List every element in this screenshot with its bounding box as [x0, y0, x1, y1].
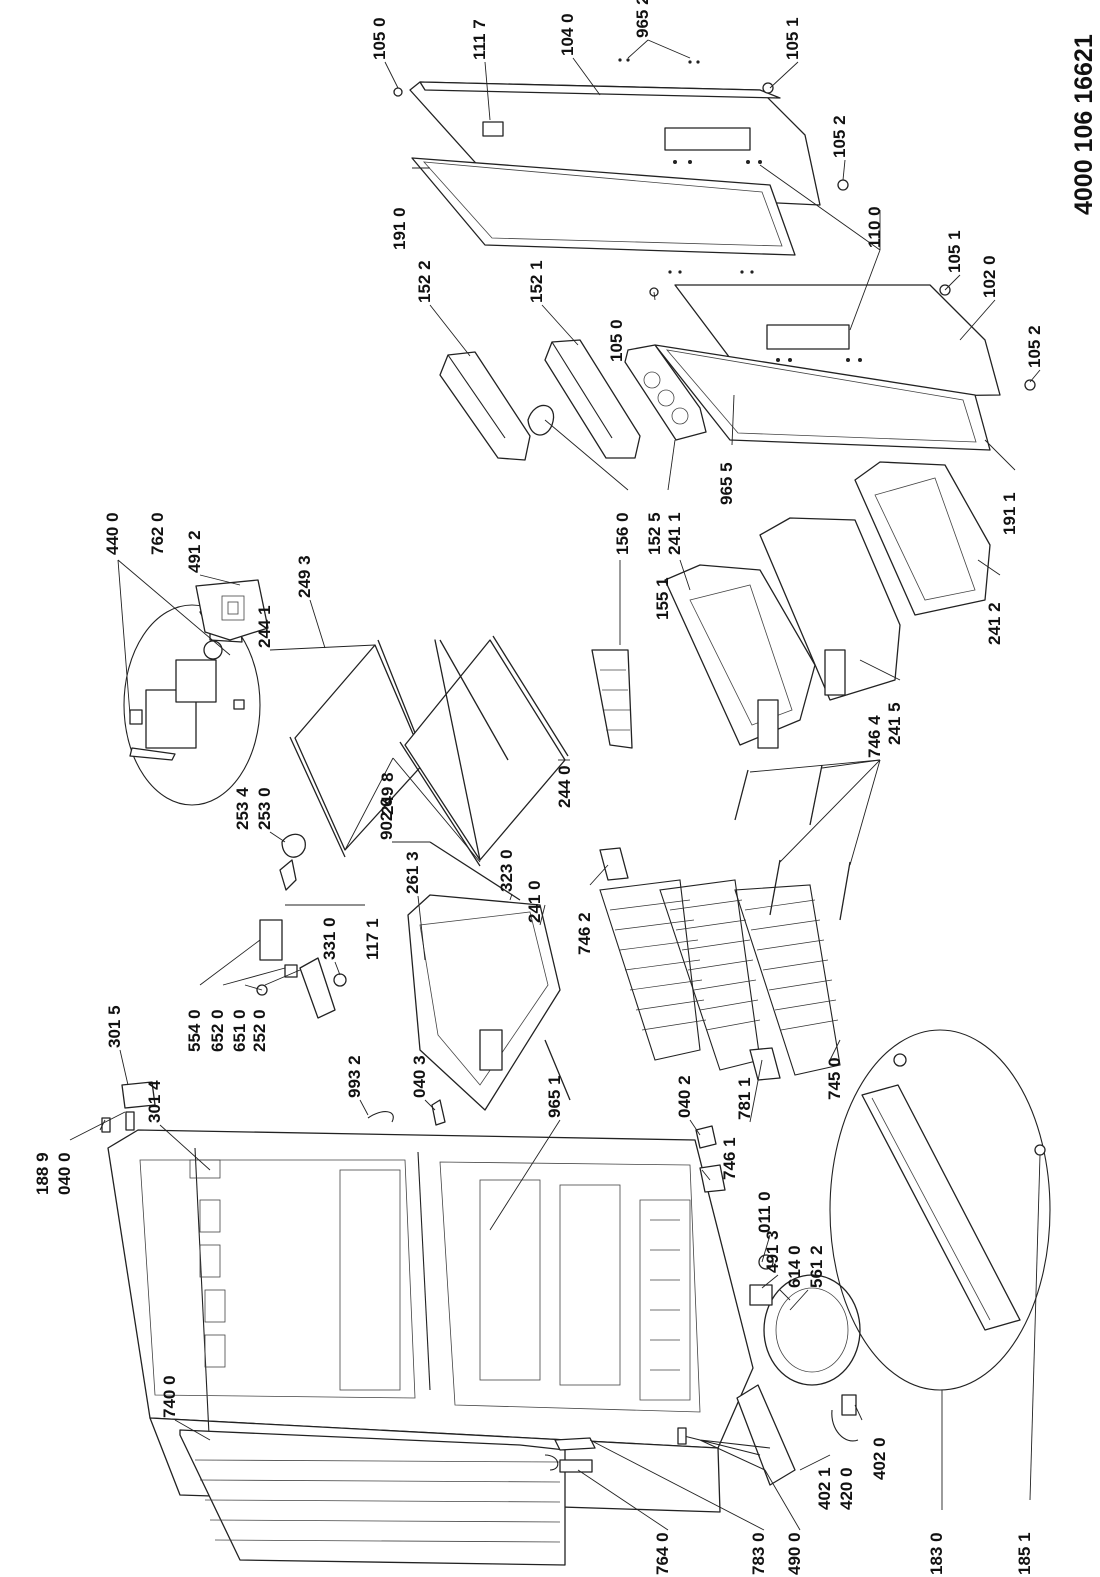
leader-lines	[69, 39, 1041, 1531]
label-011-0: 011 0	[755, 1191, 774, 1233]
label-402-0: 402 0	[870, 1437, 889, 1480]
document-number: 4000 106 16621	[1070, 34, 1098, 215]
label-323-0: 323 0	[497, 849, 516, 892]
label-301-5: 301 5	[105, 1005, 124, 1048]
label-965-5: 965 5	[717, 462, 736, 505]
upper-door-gasket	[411, 157, 796, 256]
label-249-3: 249 3	[295, 555, 314, 598]
label-040-0: 040 0	[55, 1152, 74, 1195]
label-261-3: 261 3	[403, 851, 422, 894]
label-746-4: 746 4	[865, 715, 884, 758]
label-490-0: 490 0	[785, 1532, 804, 1575]
label-104-0: 104 0	[558, 13, 577, 56]
label-561-2: 561 2	[807, 1245, 826, 1288]
label-105-0-b: 105 0	[607, 319, 626, 362]
label-402-1: 402 1	[815, 1467, 834, 1510]
label-156-0: 156 0	[613, 512, 632, 555]
label-902-6: 902 6	[377, 797, 396, 840]
label-152-2: 152 2	[415, 260, 434, 303]
egg-tray	[591, 649, 633, 749]
part-labels: 105 0 111 7 104 0 965 2 105 1 105 2 191 …	[33, 0, 1098, 1575]
label-745-0: 745 0	[825, 1057, 844, 1100]
glass-shelves	[289, 635, 569, 867]
label-965-2: 965 2	[633, 0, 652, 38]
label-111-7: 111 7	[470, 19, 489, 60]
label-244-0: 244 0	[555, 765, 574, 808]
label-244-1: 244 1	[255, 605, 274, 648]
compressor	[736, 1254, 861, 1486]
label-249-8: 249 8	[378, 772, 397, 815]
label-651-0: 651 0	[230, 1009, 249, 1052]
label-110-0: 110 0	[865, 206, 884, 248]
label-554-0: 554 0	[185, 1009, 204, 1052]
label-491-2: 491 2	[185, 530, 204, 573]
label-252-0: 252 0	[250, 1009, 269, 1052]
label-191-0: 191 0	[390, 207, 409, 250]
label-105-2-b: 105 2	[1025, 325, 1044, 368]
label-185-1: 185 1	[1015, 1532, 1034, 1575]
label-253-0: 253 0	[255, 787, 274, 830]
label-188-9: 188 9	[33, 1152, 52, 1195]
condenser	[179, 1429, 566, 1566]
label-491-3: 491 3	[763, 1230, 782, 1273]
label-614-0: 614 0	[785, 1245, 804, 1288]
label-740-0: 740 0	[160, 1375, 179, 1418]
label-241-2: 241 2	[985, 602, 1004, 645]
label-102-0: 102 0	[980, 255, 999, 298]
label-241-1: 241 1	[665, 512, 684, 555]
label-440-0: 440 0	[103, 512, 122, 555]
label-993-2: 993 2	[345, 1055, 364, 1098]
label-152-5: 152 5	[645, 512, 664, 555]
label-241-0: 241 0	[525, 880, 544, 923]
label-040-3: 040 3	[410, 1055, 429, 1098]
door-balconies	[439, 339, 707, 461]
label-783-0: 783 0	[749, 1532, 768, 1575]
label-105-1-a: 105 1	[783, 17, 802, 60]
shelf-trims	[734, 764, 851, 921]
label-746-2: 746 2	[575, 912, 594, 955]
label-420-0: 420 0	[837, 1467, 856, 1510]
base-plate	[829, 1029, 1051, 1391]
label-781-1: 781 1	[735, 1077, 754, 1120]
label-241-5: 241 5	[885, 702, 904, 745]
label-331-0: 331 0	[320, 917, 339, 960]
label-105-1-b: 105 1	[945, 230, 964, 273]
label-105-2-a: 105 2	[830, 115, 849, 158]
fan-cover	[195, 579, 269, 643]
crisper-drawer	[407, 841, 571, 1111]
label-762-0: 762 0	[148, 512, 167, 555]
parts-drawing	[101, 58, 1051, 1566]
label-105-0-a: 105 0	[370, 17, 389, 60]
lower-door-gasket	[654, 344, 991, 451]
label-152-1: 152 1	[527, 260, 546, 303]
label-040-2: 040 2	[675, 1075, 694, 1118]
label-155-1: 155 1	[653, 577, 672, 620]
label-965-1: 965 1	[545, 1075, 564, 1118]
wire-shelves	[599, 879, 841, 1076]
label-764-0: 764 0	[653, 1532, 672, 1575]
label-117-1: 117 1	[363, 918, 382, 960]
brackets	[101, 847, 781, 1193]
pipes-cable	[554, 1427, 771, 1473]
label-652-0: 652 0	[208, 1009, 227, 1052]
label-253-4: 253 4	[233, 787, 252, 830]
label-183-0: 183 0	[927, 1532, 946, 1575]
label-746-1: 746 1	[720, 1137, 739, 1180]
freezer-drawers	[664, 461, 991, 749]
label-301-4: 301 4	[145, 1080, 164, 1123]
label-191-1: 191 1	[1000, 492, 1019, 535]
